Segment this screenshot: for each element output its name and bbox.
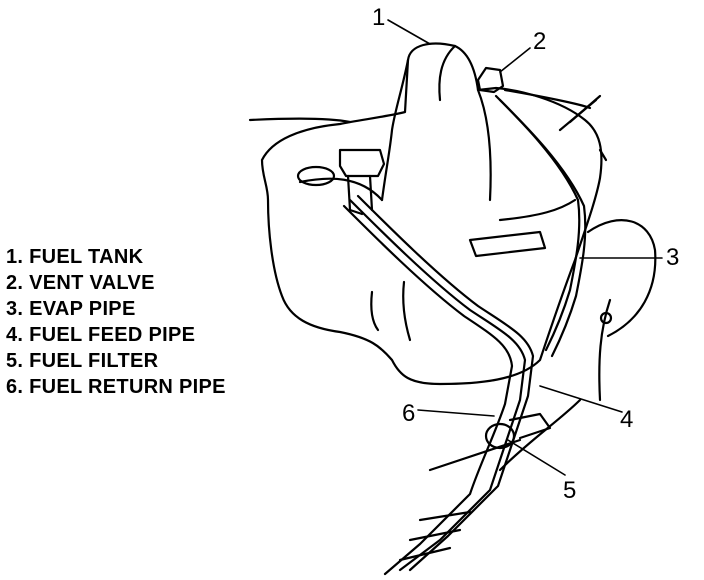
fuel-tank-outline	[260, 42, 603, 386]
legend: 1. FUEL TANK 2. VENT VALVE 3. EVAP PIPE …	[6, 244, 226, 400]
callout-2: 2	[533, 28, 547, 55]
legend-item-fuel-tank: 1. FUEL TANK	[6, 246, 144, 268]
callout-4: 4	[620, 406, 634, 433]
legend-item-vent-valve: 2. VENT VALVE	[6, 272, 155, 294]
fuel-return-pipe	[342, 204, 514, 576]
mount-hole	[599, 311, 613, 325]
legend-item-fuel-feed-pipe: 4. FUEL FEED PIPE	[6, 324, 196, 346]
callout-3: 3	[666, 244, 680, 271]
evap-pipe	[494, 94, 581, 352]
callout-6: 6	[402, 400, 416, 427]
tank-top-bulge	[380, 58, 410, 202]
legend-item-fuel-filter: 5. FUEL FILTER	[6, 350, 159, 372]
fuel-pump-module	[338, 148, 386, 178]
fuel-filter	[484, 422, 516, 450]
fuel-feed-pipe	[348, 198, 527, 572]
callout-1: 1	[372, 4, 386, 31]
legend-item-fuel-return-pipe: 6. FUEL RETURN PIPE	[6, 376, 226, 398]
filler-cap	[296, 165, 336, 187]
vent-valve	[476, 66, 505, 94]
callout-5: 5	[563, 477, 577, 504]
legend-item-evap-pipe: 3. EVAP PIPE	[6, 298, 136, 320]
